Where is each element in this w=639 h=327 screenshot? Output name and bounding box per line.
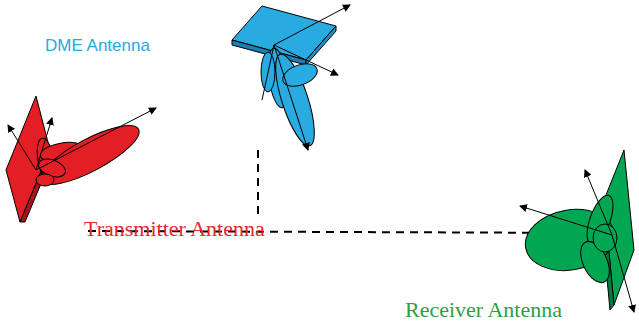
antenna-label: DME Antenna	[45, 36, 150, 56]
receiver-antenna	[520, 150, 634, 312]
dme-antenna	[232, 5, 350, 150]
antenna-label: Receiver Antenna	[405, 297, 562, 323]
transmitter-antenna	[6, 96, 156, 222]
antenna-label: Transmitter Antenna	[84, 216, 265, 242]
link-line	[257, 150, 259, 215]
